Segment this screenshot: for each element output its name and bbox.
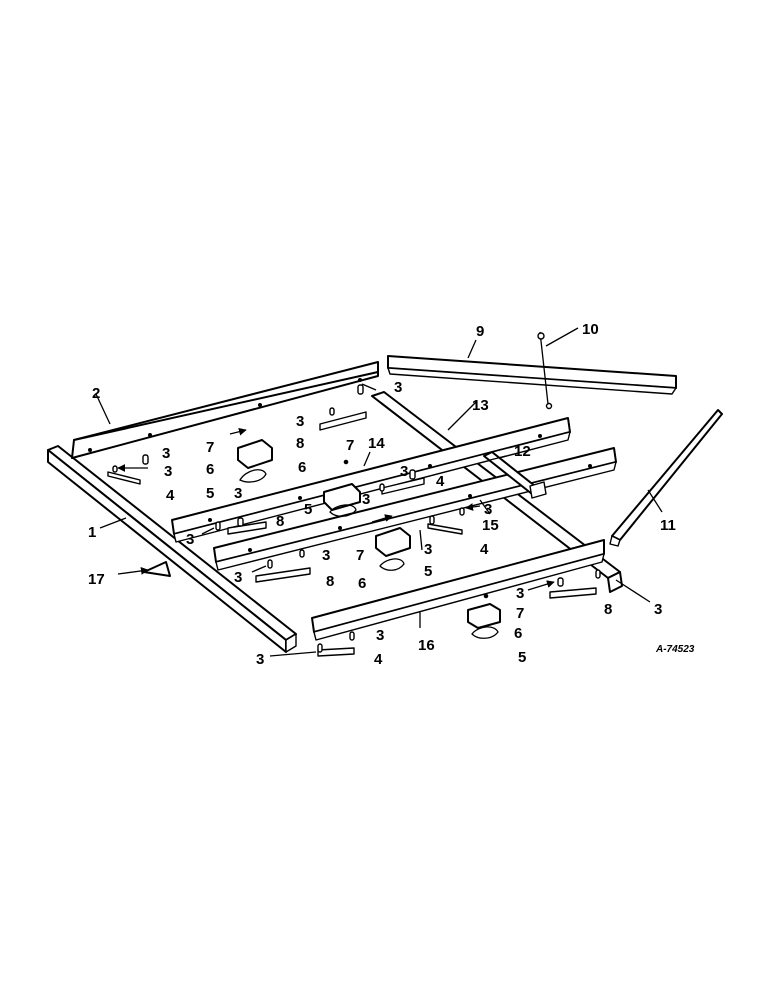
callout-16: 16: [418, 637, 435, 654]
callout-3: 3: [234, 485, 242, 502]
callout-8: 8: [326, 573, 334, 590]
callout-15: 15: [482, 517, 499, 534]
callout-11: 11: [660, 517, 676, 534]
callout-5: 5: [518, 649, 526, 666]
rear-crossbar: [71, 361, 379, 459]
callout-6: 6: [206, 461, 214, 478]
callout-4: 4: [436, 473, 445, 490]
callout-3: 3: [322, 547, 330, 564]
callout-4: 4: [374, 651, 383, 668]
callout-3: 3: [362, 491, 370, 508]
callout-3: 3: [484, 501, 492, 518]
pin: [229, 427, 489, 599]
angle-bar: [387, 355, 677, 395]
callout-3: 3: [296, 413, 304, 430]
callout-8: 8: [276, 513, 284, 530]
callout-6: 6: [358, 575, 366, 592]
callout-14: 14: [368, 435, 385, 452]
leader-lines: [95, 327, 663, 657]
diagonal-brace: [609, 409, 723, 547]
callout-7: 7: [206, 439, 214, 456]
callout-6: 6: [514, 625, 522, 642]
callout-3: 3: [424, 541, 432, 558]
callout-3: 3: [164, 463, 172, 480]
callout-6: 6: [298, 459, 306, 476]
plate: [107, 471, 463, 657]
callout-3: 3: [162, 445, 170, 462]
callout-4: 4: [480, 541, 489, 558]
callout-5: 5: [424, 563, 432, 580]
plate-long: [227, 411, 597, 599]
callout-17: 17: [88, 571, 105, 588]
callout-5: 5: [304, 501, 312, 518]
callout-5: 5: [206, 485, 214, 502]
callout-8: 8: [296, 435, 304, 452]
clamp-block: [237, 439, 501, 629]
drawing-number: A-74523: [655, 644, 695, 655]
callout-7: 7: [356, 547, 364, 564]
callout-3: 3: [516, 585, 524, 602]
callouts: 1 2 3 3 3 3 3 3 3 3 3 3 3 3 3 3 3 3 4 4 …: [88, 321, 676, 668]
callout-7: 7: [346, 437, 354, 454]
callout-3: 3: [256, 651, 264, 668]
cross-strap: [483, 451, 547, 499]
upper-channel: [171, 417, 571, 543]
callout-3: 3: [234, 569, 242, 586]
callout-13: 13: [472, 397, 489, 414]
callout-10: 10: [582, 321, 599, 338]
callout-3: 3: [394, 379, 402, 396]
callout-8: 8: [604, 601, 612, 618]
bushing: [112, 384, 601, 653]
callout-3: 3: [186, 531, 194, 548]
front-crossbar: [311, 539, 605, 641]
left-side-rail: [47, 445, 297, 653]
gusset: [143, 561, 171, 577]
callout-9: 9: [476, 323, 484, 340]
callout-2: 2: [92, 385, 100, 402]
callout-3: 3: [654, 601, 662, 618]
callout-3: 3: [376, 627, 384, 644]
callout-12: 12: [514, 443, 531, 460]
clip: [239, 469, 499, 639]
rod: [537, 331, 553, 410]
callout-1: 1: [88, 524, 96, 541]
callout-7: 7: [516, 605, 524, 622]
callout-4: 4: [166, 487, 175, 504]
callout-3: 3: [400, 463, 408, 480]
